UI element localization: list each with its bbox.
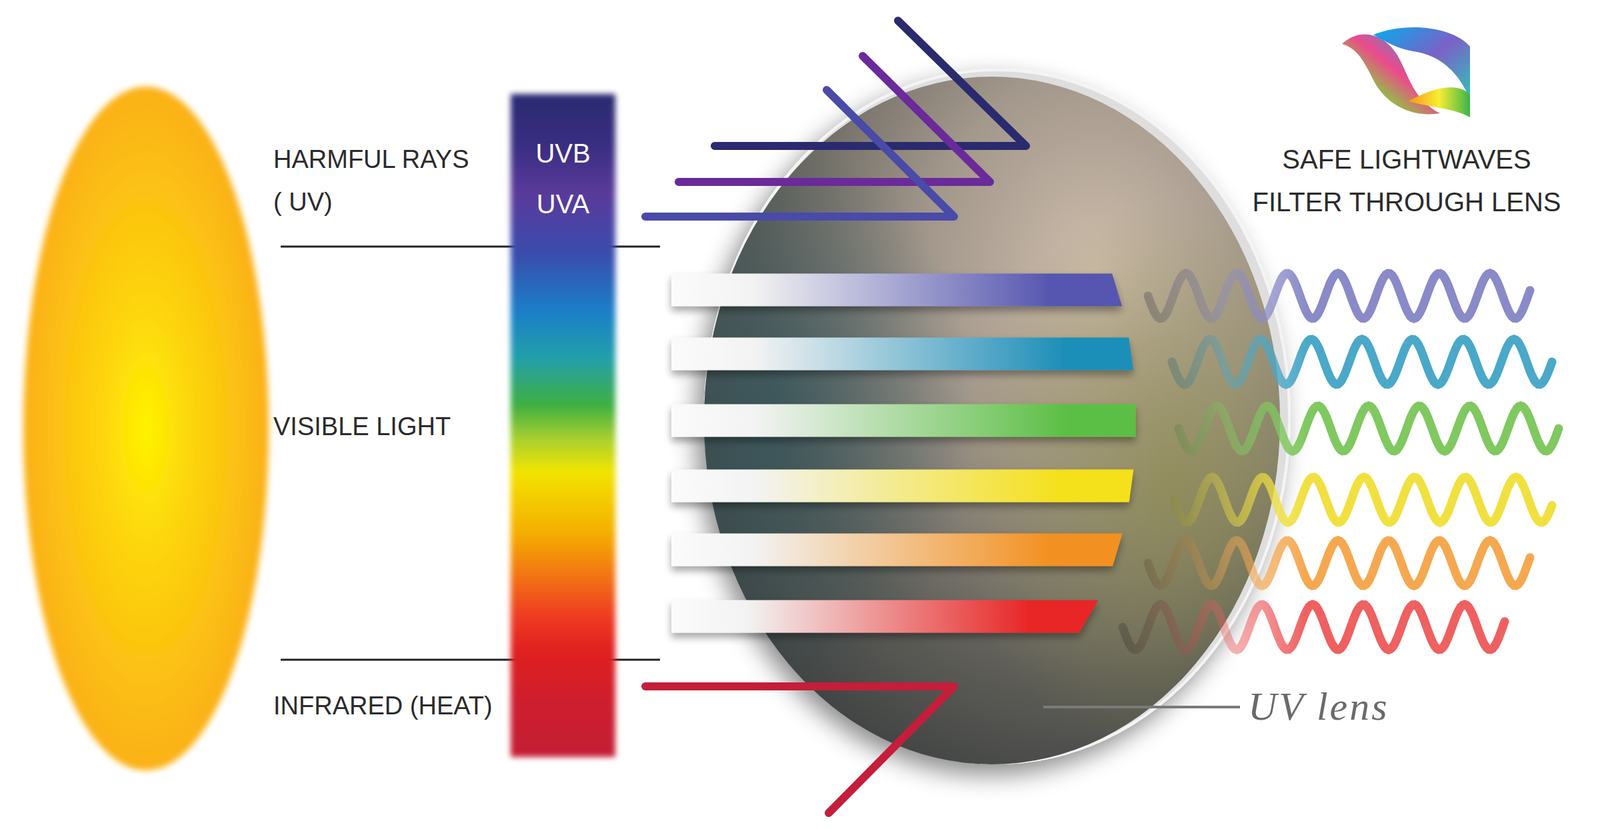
light-bar <box>671 274 1122 307</box>
light-wave <box>1178 406 1559 452</box>
light-wave <box>1174 477 1552 523</box>
visible-light-bars <box>671 274 1136 634</box>
light-bar <box>671 404 1136 438</box>
section-label: VISIBLE LIGHT <box>273 405 451 448</box>
light-bar <box>671 338 1134 371</box>
section-label: HARMFUL RAYS ( UV) <box>273 138 479 224</box>
band-label: UVA <box>536 188 590 220</box>
light-waves <box>1122 273 1559 650</box>
logo-icon <box>1342 27 1470 118</box>
spectrum-band: UVB UVA <box>510 94 616 758</box>
light-bar <box>671 600 1099 634</box>
infrared-ray <box>645 686 954 814</box>
light-bar <box>671 534 1123 567</box>
light-bar <box>671 470 1134 503</box>
light-wave <box>1172 339 1552 385</box>
reflected-uv-rays <box>645 20 1026 217</box>
light-wave <box>1148 273 1530 319</box>
uva-ray <box>678 56 990 182</box>
logo-ribbon <box>1408 87 1470 118</box>
uv-ray <box>645 90 954 217</box>
light-wave <box>1148 540 1530 586</box>
light-wave <box>1122 604 1505 650</box>
heading-note: SAFE LIGHTWAVES FILTER THROUGH LENS <box>1244 138 1570 224</box>
section-label: INFRARED (HEAT) <box>273 684 493 728</box>
leader-line <box>1043 706 1240 709</box>
sun-shape <box>23 86 269 771</box>
uvb-ray <box>714 20 1026 146</box>
band-label: UVB <box>535 137 590 170</box>
callout-label: UV lens <box>1248 682 1390 731</box>
